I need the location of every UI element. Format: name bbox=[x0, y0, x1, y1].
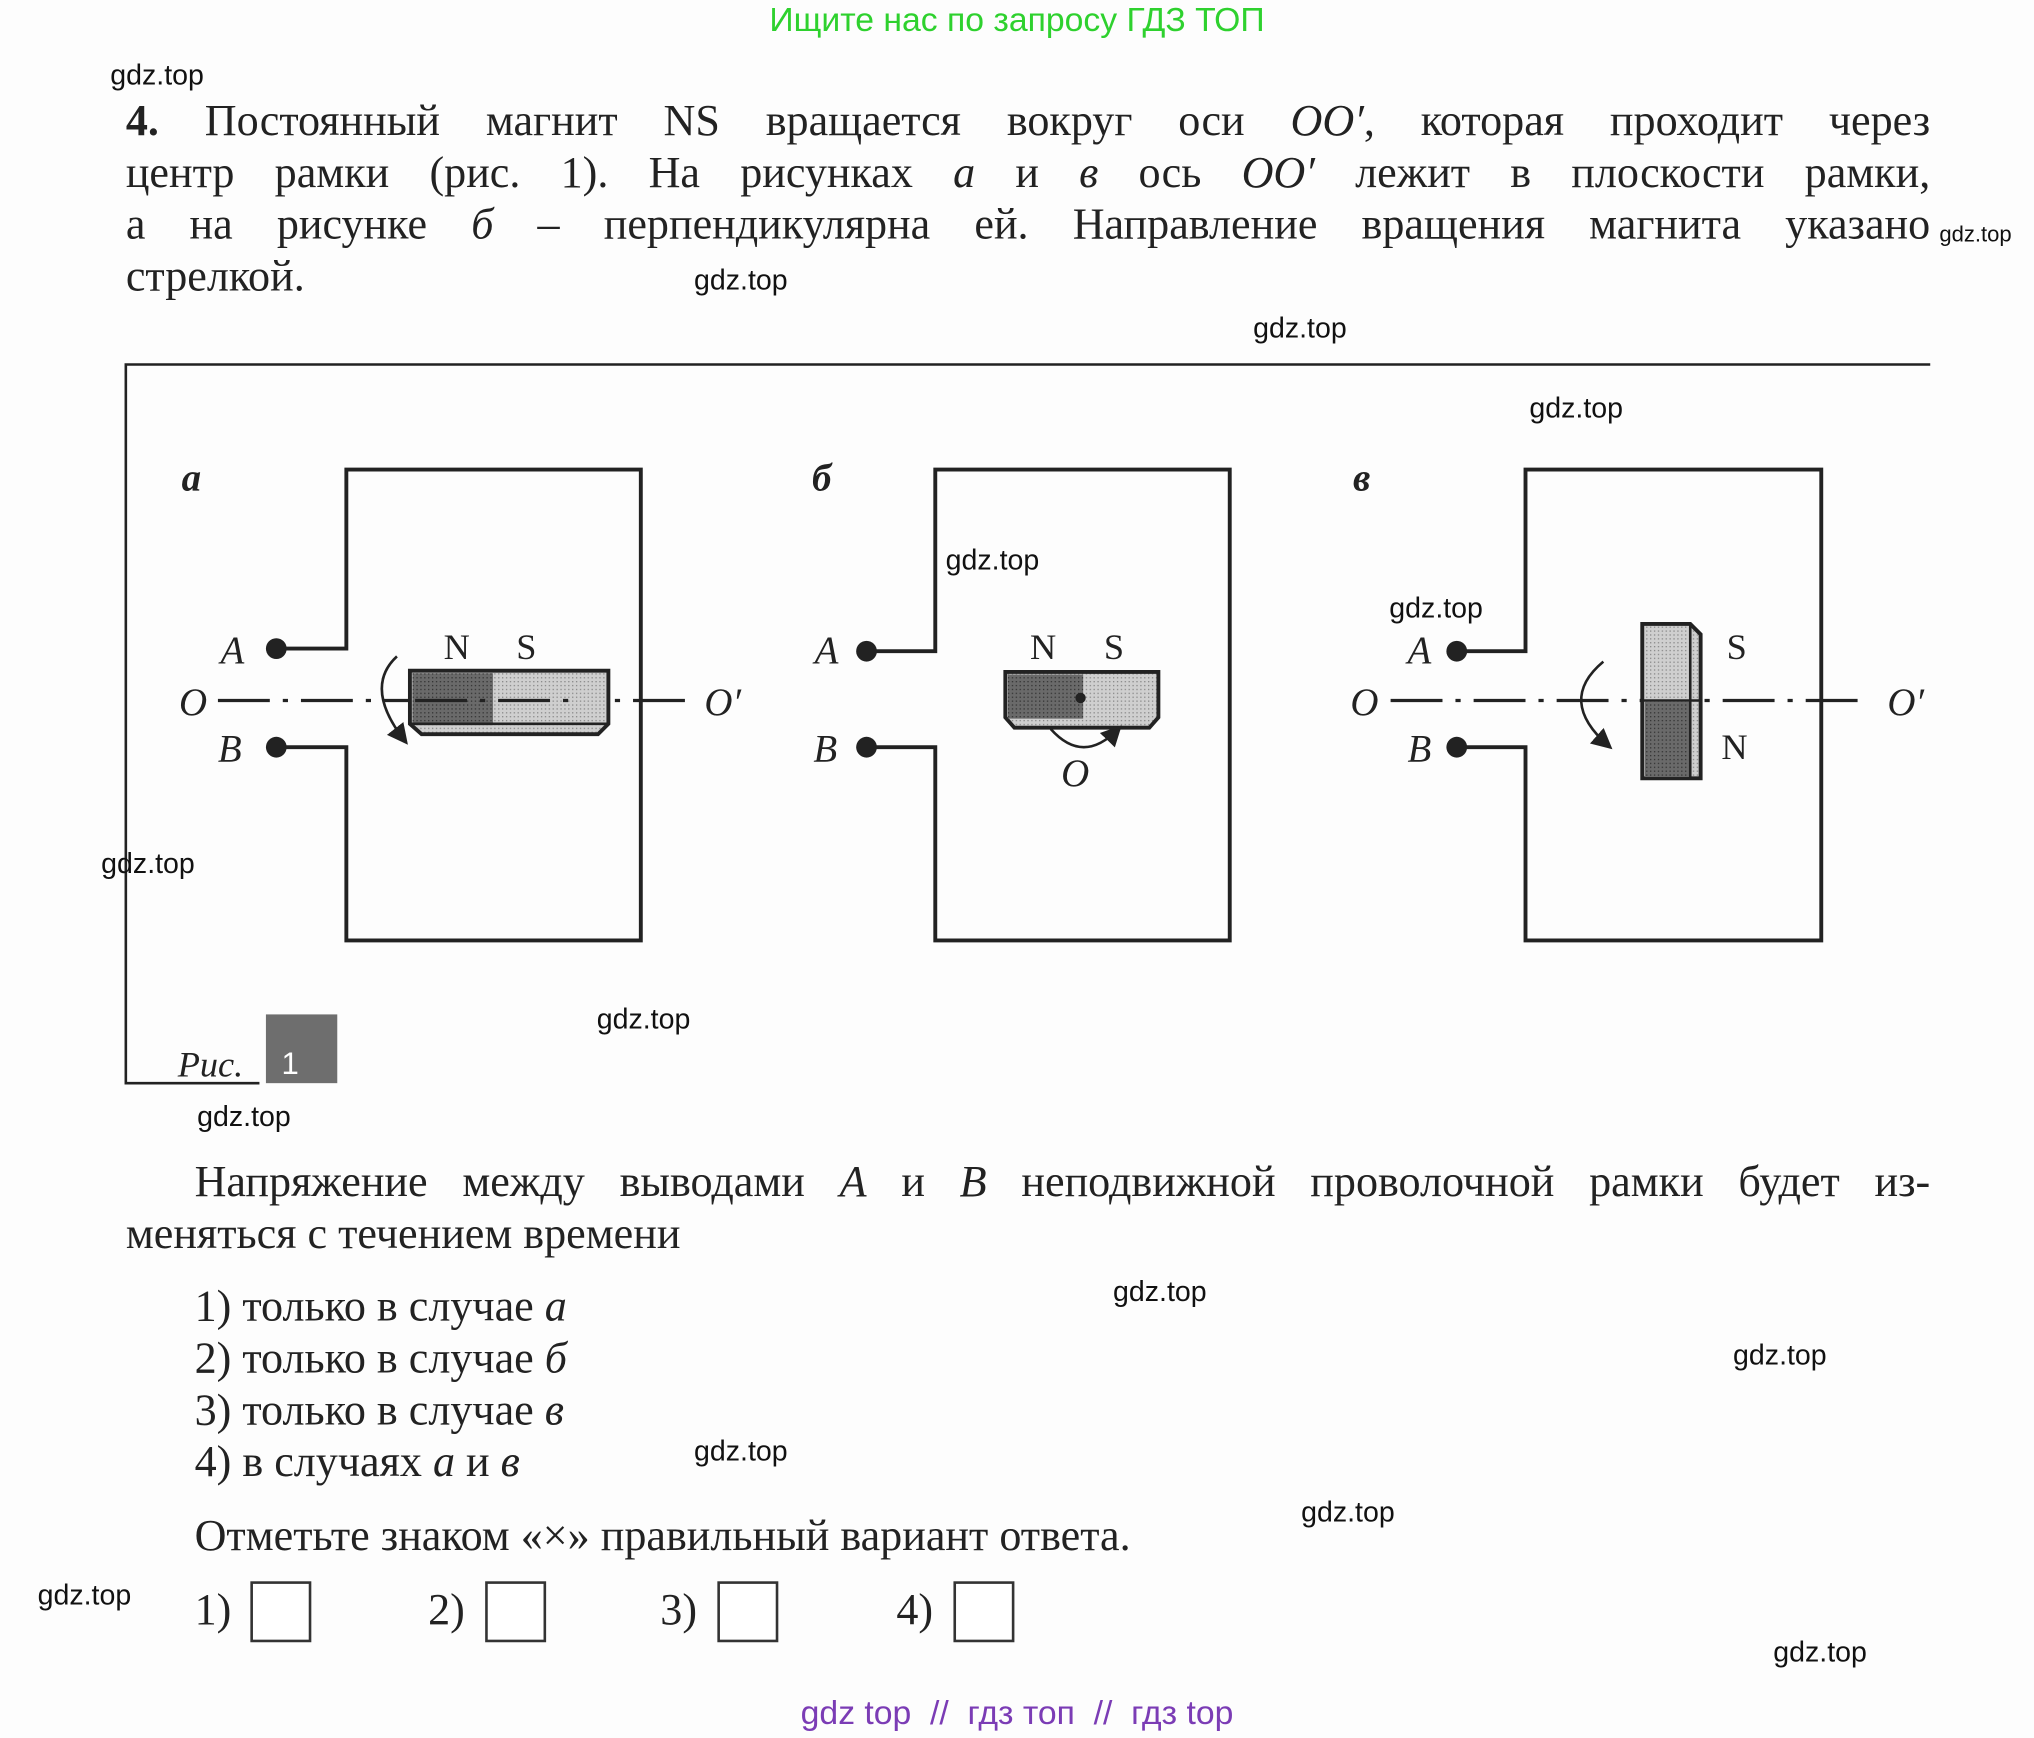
watermark: gdz.top bbox=[1112, 1275, 1207, 1308]
terminal-a-label: A bbox=[1404, 629, 1431, 672]
pole-n: N bbox=[1721, 727, 1747, 767]
answer-checkbox-4[interactable] bbox=[953, 1581, 1015, 1643]
terminal-b-label: B bbox=[218, 727, 242, 770]
answer-checkbox-3[interactable] bbox=[717, 1581, 779, 1643]
text: Постоянный магнит NS вращается вокруг ос… bbox=[158, 97, 1291, 146]
terminal-a-label: A bbox=[812, 629, 839, 672]
panel-label-b: б bbox=[812, 456, 833, 499]
watermark: gdz.top bbox=[945, 543, 1040, 576]
text: ось bbox=[1098, 149, 1242, 198]
option-text: 4) в случаях bbox=[194, 1438, 433, 1487]
watermark: gdz.top bbox=[1773, 1635, 1867, 1669]
figure-number-badge bbox=[265, 1014, 338, 1084]
magnet-a bbox=[380, 655, 611, 745]
figure-caption: Рис. bbox=[177, 1045, 244, 1085]
problem-number: 4. bbox=[125, 97, 159, 146]
axis-label: OO′ bbox=[1290, 97, 1364, 146]
option-text: 1) только в случае bbox=[194, 1282, 545, 1331]
panel-label-v: в bbox=[1353, 456, 1370, 499]
option-3: 3) только в случае в bbox=[195, 1385, 564, 1437]
case-label: в bbox=[500, 1438, 520, 1487]
question-line-1: Напряжение между выводами A и B неподвиж… bbox=[195, 1157, 1931, 1209]
text: и bbox=[975, 149, 1080, 198]
watermark: gdz.top bbox=[1389, 591, 1483, 624]
text: , которая проходит через bbox=[1363, 97, 1931, 146]
terminal-b-label: B bbox=[813, 727, 837, 770]
option-2: 2) только в случае б bbox=[195, 1334, 567, 1386]
axis-o-label: O bbox=[179, 681, 207, 724]
problem-line-3: а на рисунке б – перпендикулярна ей. Нап… bbox=[126, 200, 1930, 252]
terminal-ref: B bbox=[959, 1158, 987, 1207]
figure-border bbox=[124, 363, 1931, 1085]
pole-n: N bbox=[1030, 627, 1056, 667]
text: а на рисунке bbox=[125, 201, 472, 250]
top-banner: Ищите нас по запросу ГДЗ ТОП bbox=[769, 0, 1265, 39]
case-label: б bbox=[471, 201, 494, 250]
panel-label-a: а bbox=[182, 456, 201, 499]
text: Напряжение между выводами bbox=[194, 1158, 840, 1207]
answer-label-3: 3) bbox=[660, 1586, 698, 1635]
figure-number: 1 bbox=[281, 1046, 298, 1081]
answer-label-2: 2) bbox=[428, 1586, 465, 1635]
answer-checkbox-2[interactable] bbox=[485, 1581, 547, 1643]
terminal-b-label: B bbox=[1407, 727, 1431, 770]
problem-line-1: 4. Постоянный магнит NS вращается вокруг… bbox=[126, 96, 1930, 148]
axis-o-label: O bbox=[1350, 681, 1378, 724]
text: лежит в плоскости рамки, bbox=[1314, 149, 1931, 198]
axis-label: OO′ bbox=[1241, 149, 1315, 198]
text: – перпендикулярна ей. Направление вращен… bbox=[493, 201, 1931, 250]
bottom-banner: gdz top // гдз топ // гдз top bbox=[800, 1692, 1234, 1732]
magnet-b bbox=[1003, 670, 1161, 749]
option-4: 4) в случаях а и в bbox=[195, 1437, 520, 1489]
watermark: gdz.top bbox=[197, 1100, 291, 1133]
watermark: gdz.top bbox=[1939, 221, 2012, 247]
option-text: 3) только в случае bbox=[194, 1386, 545, 1435]
case-label: б bbox=[544, 1334, 567, 1383]
pole-s: S bbox=[1727, 627, 1747, 667]
pole-s: S bbox=[1104, 627, 1124, 667]
axis-o-label: O bbox=[1061, 752, 1089, 795]
case-label: в bbox=[544, 1386, 564, 1435]
case-label: а bbox=[432, 1438, 456, 1487]
watermark: gdz.top bbox=[37, 1578, 132, 1612]
answer-checkbox-1[interactable] bbox=[250, 1581, 312, 1643]
text: неподвижной проволочной рамки будет из- bbox=[986, 1158, 1931, 1207]
case-label: а bbox=[953, 149, 976, 198]
axis-o-prime-label: O′ bbox=[1887, 681, 1924, 724]
terminals bbox=[265, 638, 1468, 758]
watermark: gdz.top bbox=[1253, 311, 1347, 344]
case-label: в bbox=[1079, 149, 1099, 198]
pole-n: N bbox=[444, 627, 470, 667]
watermark: gdz.top bbox=[596, 1002, 691, 1036]
watermark: gdz.top bbox=[694, 1434, 788, 1468]
text: и bbox=[866, 1158, 960, 1207]
watermark: gdz.top bbox=[1301, 1495, 1395, 1529]
instruction: Отметьте знаком «×» правильный вариант о… bbox=[194, 1512, 1131, 1561]
axis-o-prime-label: O′ bbox=[704, 681, 741, 724]
watermark: gdz.top bbox=[694, 263, 788, 296]
question-line-2: меняться с течением времени bbox=[125, 1210, 681, 1259]
watermark: gdz.top bbox=[1529, 391, 1624, 425]
problem-line-2: центр рамки (рис. 1). На рисунках а и в … bbox=[126, 148, 1930, 200]
answer-label-4: 4) bbox=[896, 1586, 934, 1635]
option-1: 1) только в случае а bbox=[195, 1282, 567, 1334]
answer-label-1: 1) bbox=[194, 1586, 232, 1635]
case-label: а bbox=[544, 1282, 567, 1331]
wire-frames bbox=[276, 467, 1824, 943]
watermark: gdz.top bbox=[110, 58, 204, 91]
terminal-a-label: A bbox=[218, 629, 245, 672]
option-text: 2) только в случае bbox=[194, 1334, 545, 1383]
text: и bbox=[455, 1438, 501, 1487]
pole-s: S bbox=[516, 627, 536, 667]
text: центр рамки (рис. 1). На рисунках bbox=[125, 149, 954, 198]
watermark: gdz.top bbox=[101, 847, 195, 880]
terminal-ref: A bbox=[839, 1158, 867, 1207]
watermark: gdz.top bbox=[1733, 1338, 1827, 1372]
magnet-c bbox=[1579, 622, 1703, 781]
problem-line-4: стрелкой. bbox=[125, 252, 305, 301]
